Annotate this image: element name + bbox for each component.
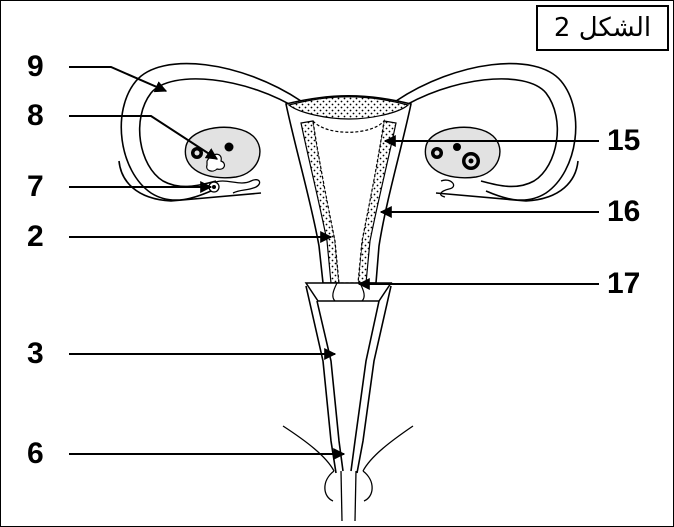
label-3: 3	[27, 339, 44, 369]
label-2: 2	[27, 222, 44, 252]
vagina	[306, 286, 391, 473]
label-17: 17	[607, 269, 640, 299]
label-16: 16	[607, 197, 640, 227]
right-ovary	[425, 127, 500, 177]
label-9: 9	[27, 52, 44, 82]
vulva	[283, 426, 413, 521]
label-7: 7	[27, 172, 44, 202]
label-6: 6	[27, 439, 44, 469]
label-8: 8	[27, 101, 44, 131]
label-15: 15	[607, 126, 640, 156]
cervix	[306, 283, 391, 301]
left-fimbriae	[213, 180, 260, 193]
